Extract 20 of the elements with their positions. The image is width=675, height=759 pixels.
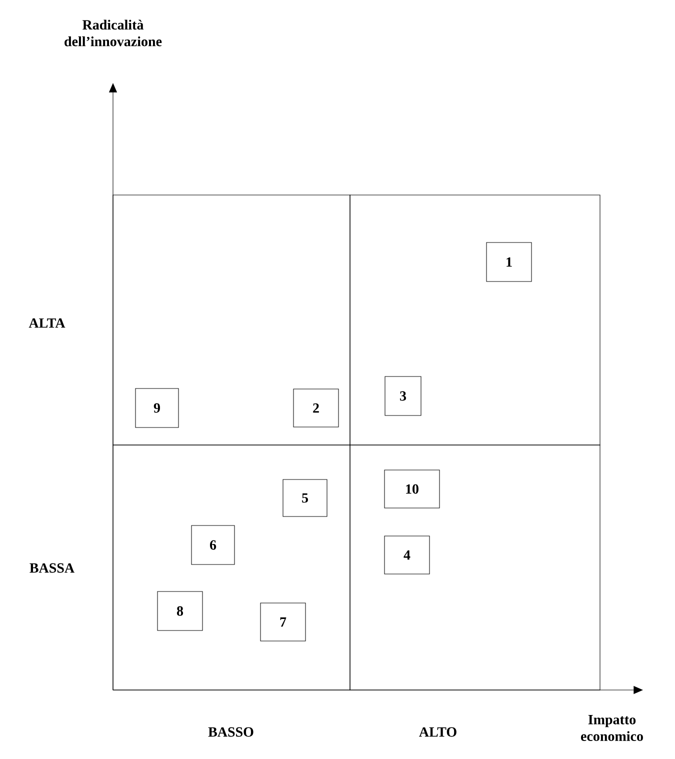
number-box: 5 bbox=[282, 479, 328, 517]
number-box: 9 bbox=[135, 388, 179, 428]
number-box: 1 bbox=[486, 242, 532, 282]
number-box: 6 bbox=[191, 525, 235, 565]
number-box: 8 bbox=[157, 591, 203, 631]
quadrant-box bbox=[350, 444, 600, 690]
axis-label: ALTA bbox=[28, 318, 66, 328]
quadrant-box bbox=[112, 194, 350, 446]
number-box: 4 bbox=[384, 536, 430, 574]
axis-label: ALTO bbox=[419, 727, 456, 737]
axis-label: BASSO bbox=[208, 727, 254, 737]
axis-label: BASSA bbox=[30, 563, 74, 573]
quadrant-box bbox=[112, 444, 350, 690]
number-box: 3 bbox=[384, 376, 422, 416]
number-box: 7 bbox=[260, 602, 306, 642]
axis-title: Impatto economico bbox=[581, 715, 643, 741]
axis-title: Radicalità dell’innovazione bbox=[64, 20, 162, 46]
number-box: 2 bbox=[293, 388, 339, 428]
quadrant-box bbox=[350, 194, 600, 446]
number-box: 10 bbox=[384, 470, 440, 508]
